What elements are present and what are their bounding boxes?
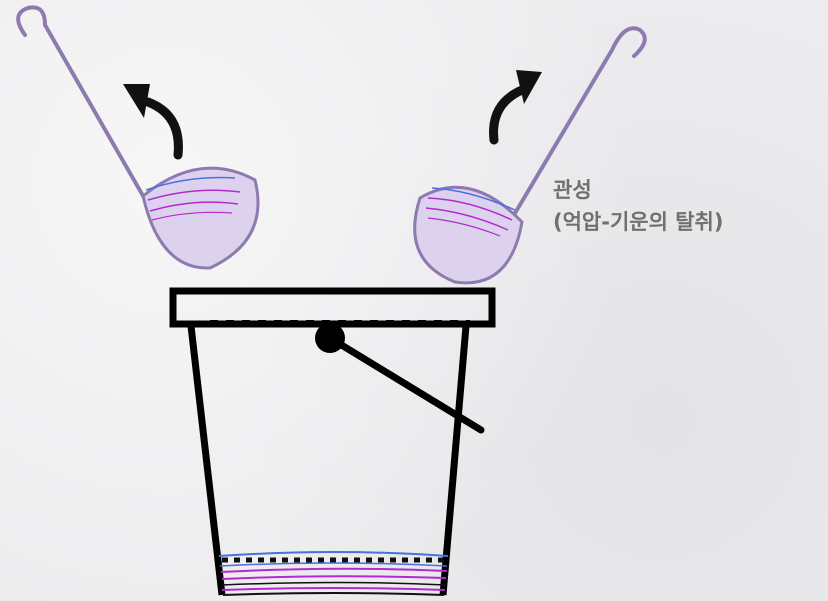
left-curved-arrow xyxy=(123,84,178,155)
inertia-label-line2: (억압-기운의 탈취) xyxy=(553,206,723,238)
right-ladle xyxy=(415,28,645,283)
inertia-label-line1: 관성 xyxy=(553,174,723,206)
bucket-right-side xyxy=(443,326,466,595)
bucket-liquid xyxy=(219,552,448,595)
left-ladle-handle xyxy=(18,7,150,208)
right-curved-arrow xyxy=(494,70,542,140)
left-ladle xyxy=(18,7,258,268)
bucket xyxy=(173,291,492,595)
bucket-left-side xyxy=(191,326,222,595)
bucket-rim xyxy=(173,291,492,324)
inertia-label: 관성 (억압-기운의 탈취) xyxy=(553,174,723,238)
right-ladle-bowl xyxy=(415,187,522,283)
